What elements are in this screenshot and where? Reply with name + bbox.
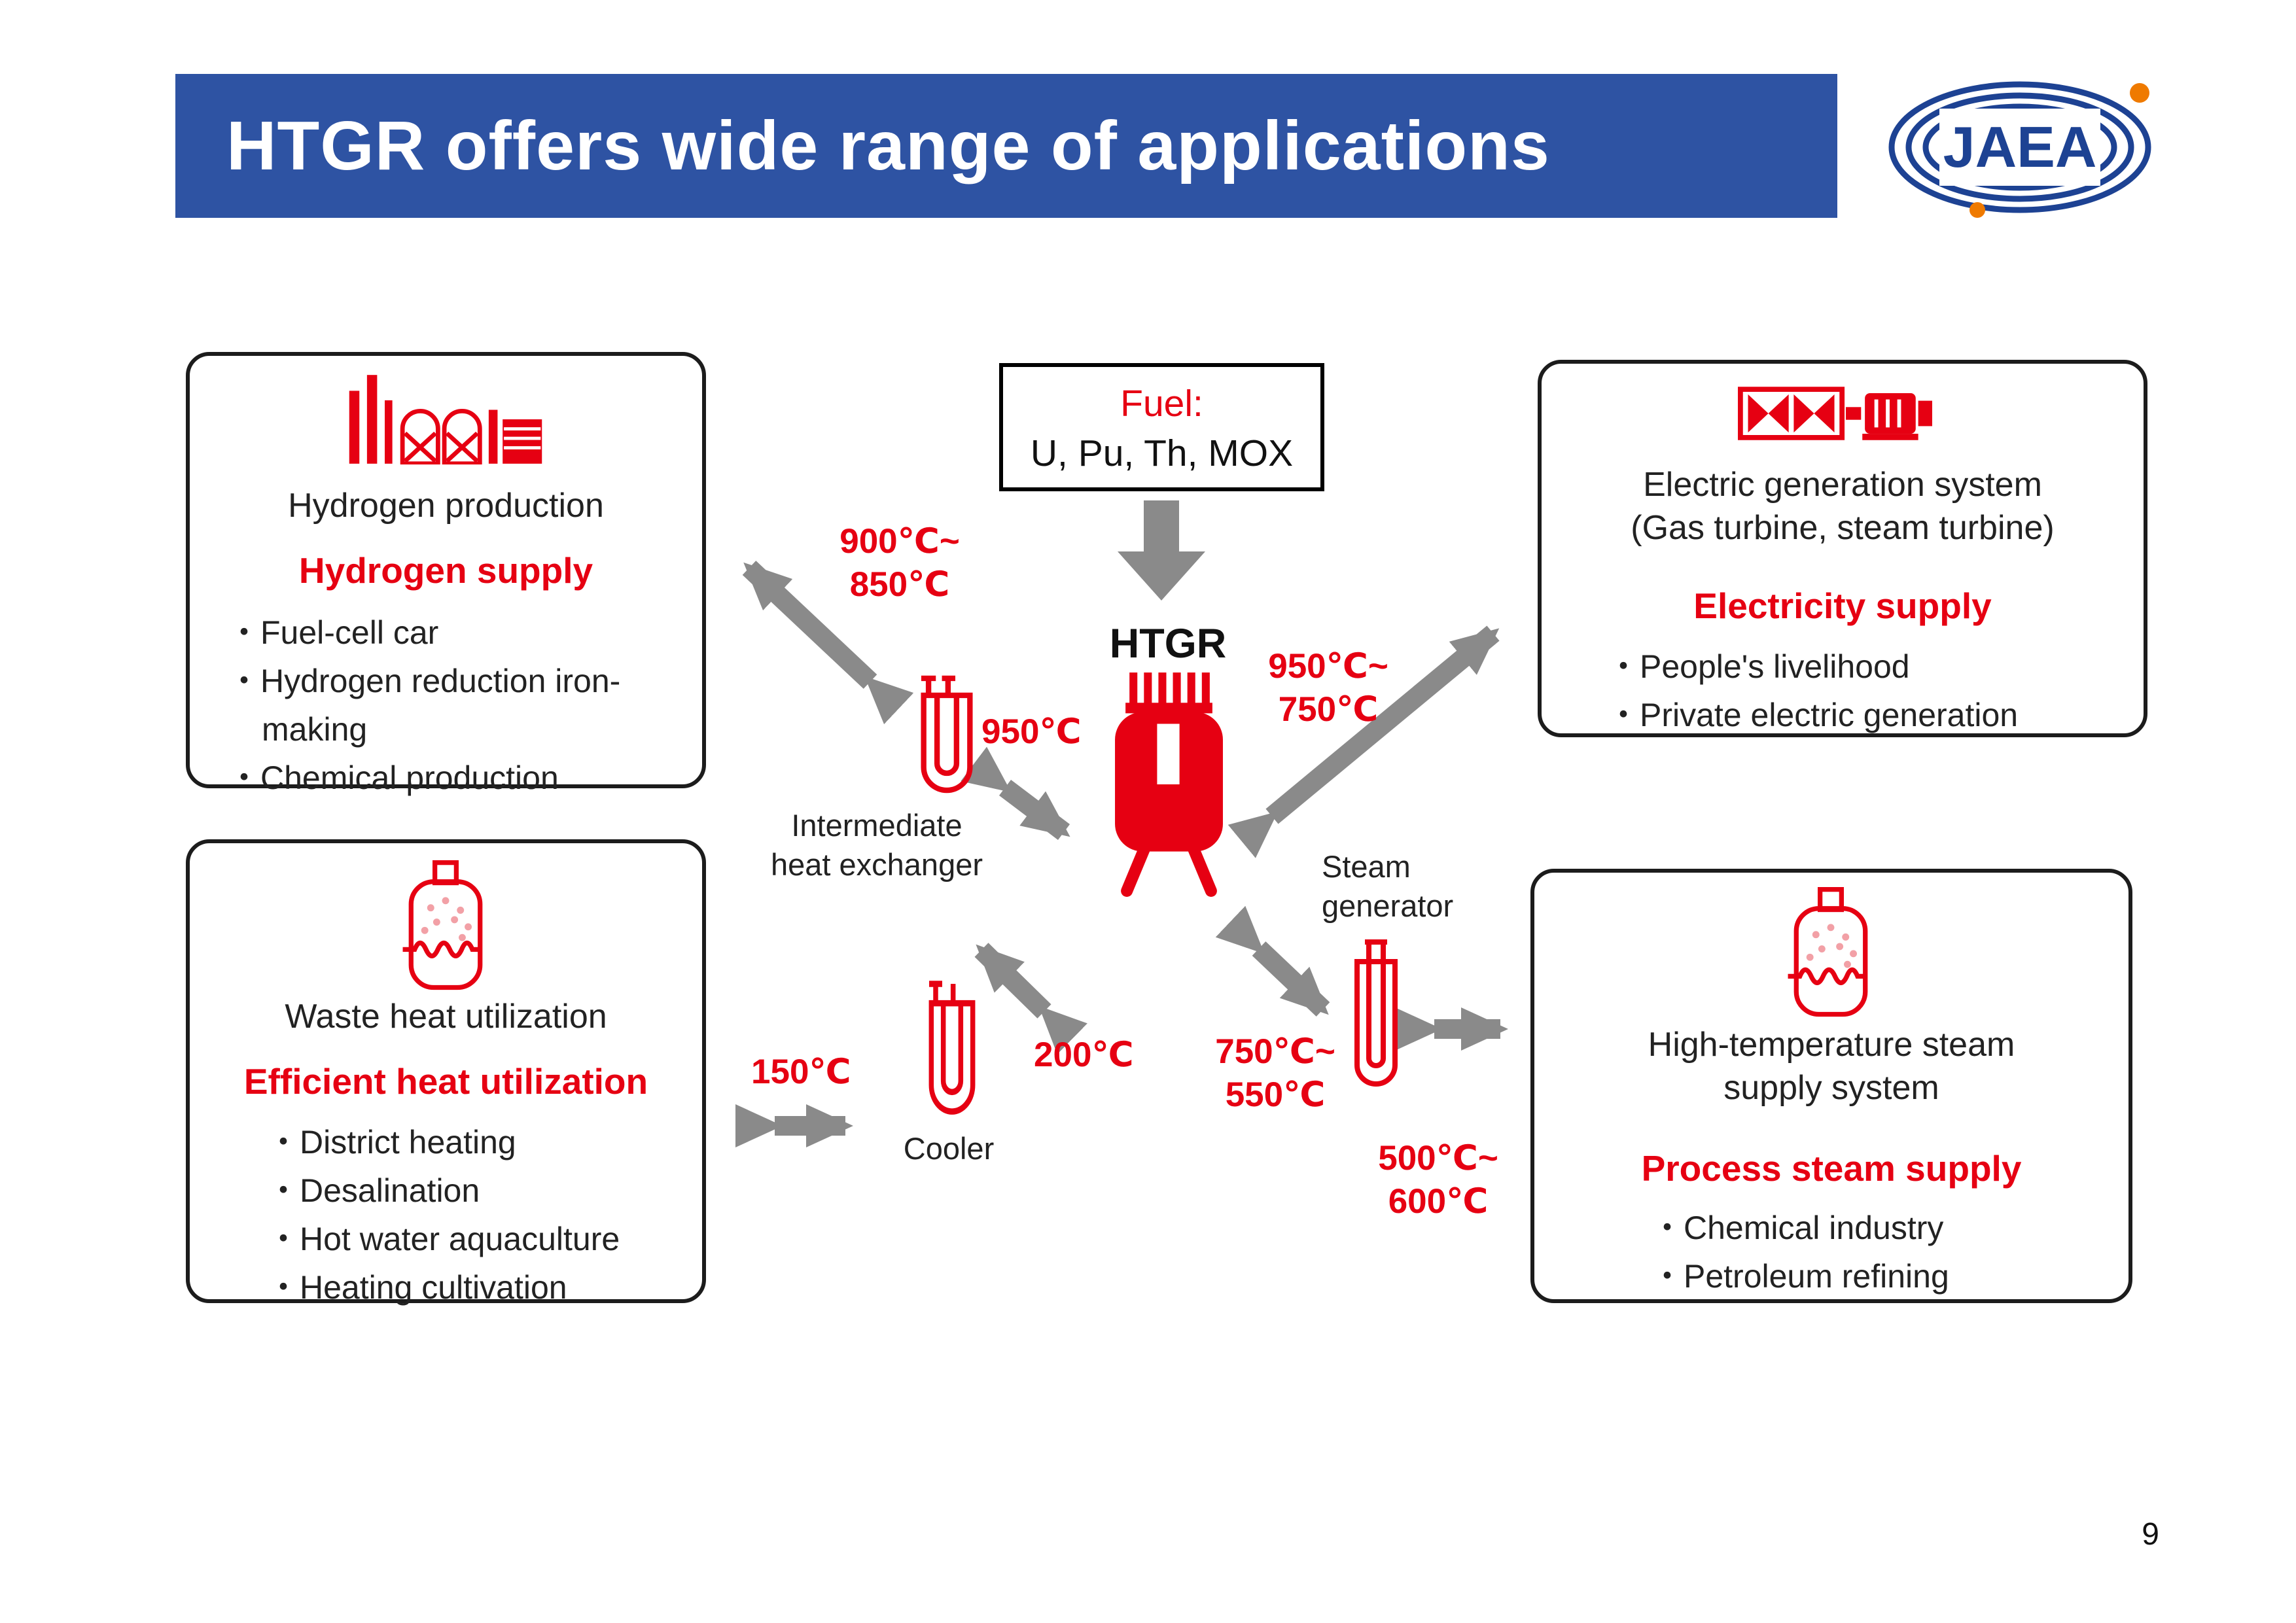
steam-box-title: High-temperature steam supply system [1534, 1023, 2128, 1109]
page-number: 9 [2142, 1517, 2159, 1552]
list-item: ・Fuel-cell car [228, 614, 439, 651]
waste-heat-box: Waste heat utilization Efficient heat ut… [186, 839, 706, 1306]
reactor-icon [1087, 669, 1248, 899]
temp-label-hydrogen-loop: 900℃~ 850℃ [818, 520, 981, 606]
hydrogen-items: ・Fuel-cell car ・Hydrogen reduction iron-… [228, 608, 679, 802]
temp-label-ihx-outlet: 950℃ [981, 710, 1112, 754]
hydrogen-production-box: Hydrogen production Hydrogen supply ・Fue… [186, 352, 706, 796]
arrow-reactor-ihx [961, 746, 1070, 840]
list-item: ・Private electric generation [1607, 697, 2019, 733]
steam-title-line2: supply system [1723, 1069, 1939, 1107]
electric-title-line1: Electric generation system [1643, 466, 2042, 504]
jaea-logo-text: JAEA [1943, 114, 2097, 179]
steam-tank-icon [1783, 887, 1879, 1018]
fuel-box: Fuel: U, Pu, Th, MOX [999, 363, 1324, 491]
process-steam-label: Process steam supply [1641, 1148, 2022, 1189]
temp-line: 150℃ [751, 1053, 851, 1091]
temp-label-cooler-in: 200℃ [1034, 1034, 1165, 1077]
page-title: HTGR offers wide range of applications [226, 107, 1550, 184]
arrow-reactor-cooler [974, 943, 1087, 1055]
list-item: ・Desalination [267, 1172, 480, 1209]
list-item: ・Petroleum refining [1651, 1258, 1949, 1295]
temp-label-sg-loop: 750℃~ 550℃ [1193, 1030, 1357, 1117]
temp-line: 950℃~ [1268, 647, 1388, 686]
temp-label-electric-loop: 950℃~ 750℃ [1246, 645, 1410, 731]
arrow-reactor-sg [1215, 905, 1330, 1017]
reactor-label: HTGR [1109, 621, 1227, 667]
heat-tank-icon [397, 860, 495, 991]
temp-line: 950℃ [981, 712, 1082, 751]
list-item: ・People's livelihood [1607, 648, 1910, 685]
temp-label-steam-supply: 500℃~ 600℃ [1356, 1137, 1520, 1223]
temp-line: 750℃~ [1215, 1032, 1335, 1071]
jaea-logo-icon: JAEA [1888, 81, 2151, 218]
hydrogen-supply-label: Hydrogen supply [298, 550, 593, 591]
waste-box-title: Waste heat utilization [285, 998, 607, 1036]
list-item: ・Chemical industry [1651, 1210, 1944, 1246]
fuel-label: Fuel: [1120, 383, 1203, 425]
waste-items: ・District heating ・Desalination ・Hot wat… [267, 1118, 686, 1312]
fuel-types: U, Pu, Th, MOX [1030, 432, 1294, 474]
electric-title-line2: (Gas turbine, steam turbine) [1631, 509, 2055, 547]
title-banner: HTGR offers wide range of applications [175, 74, 1837, 218]
list-item: ・Heating cultivation [267, 1269, 567, 1306]
steam-generator-icon [1340, 932, 1412, 1108]
temp-label-cooler-out: 150℃ [751, 1051, 869, 1094]
intermediate-heat-exchanger-icon [908, 669, 985, 799]
jaea-logo: JAEA [1879, 65, 2161, 229]
list-item: ・Hydrogen reduction iron-making [228, 663, 621, 748]
electric-box-title: Electric generation system (Gas turbine,… [1542, 463, 2144, 550]
temp-line: 500℃~ [1378, 1139, 1498, 1178]
efficient-heat-label: Efficient heat utilization [243, 1061, 648, 1102]
steam-generator-label: Steam generator [1296, 847, 1492, 926]
list-item: ・Chemical production [228, 759, 559, 796]
electric-items: ・People's livelihood ・Private electric g… [1607, 642, 2124, 739]
ihx-label-line1: Intermediate [791, 808, 963, 843]
cooler-label: Cooler [903, 1131, 995, 1166]
turbine-icon [1738, 381, 1954, 446]
fuel-to-reactor-arrow [1118, 500, 1205, 601]
temp-line: 750℃ [1278, 690, 1379, 729]
intermediate-heat-exchanger-label: Intermediate heat exchanger [756, 806, 998, 884]
cooler-icon [919, 973, 985, 1122]
electricity-supply-label: Electricity supply [1693, 585, 1992, 626]
list-item: ・Hot water aquaculture [267, 1221, 620, 1257]
sg-label-line2: generator [1322, 888, 1454, 923]
temp-line: 850℃ [849, 565, 950, 604]
temp-line: 200℃ [1034, 1036, 1134, 1074]
temp-line: 900℃~ [839, 522, 960, 561]
steam-title-line1: High-temperature steam [1648, 1026, 2015, 1064]
hydrogen-box-title: Hydrogen production [288, 487, 604, 525]
temp-line: 600℃ [1388, 1182, 1489, 1221]
ihx-label-line2: heat exchanger [770, 847, 983, 882]
steam-items: ・Chemical industry ・Petroleum refining [1651, 1204, 2109, 1300]
list-item: ・District heating [267, 1124, 516, 1161]
electric-generation-box: Electric generation system (Gas turbine,… [1538, 360, 2147, 737]
factory-icon [344, 374, 547, 466]
temp-line: 550℃ [1225, 1075, 1326, 1114]
sg-label-line1: Steam [1322, 849, 1411, 884]
steam-supply-box: High-temperature steam supply system Pro… [1530, 869, 2132, 1303]
